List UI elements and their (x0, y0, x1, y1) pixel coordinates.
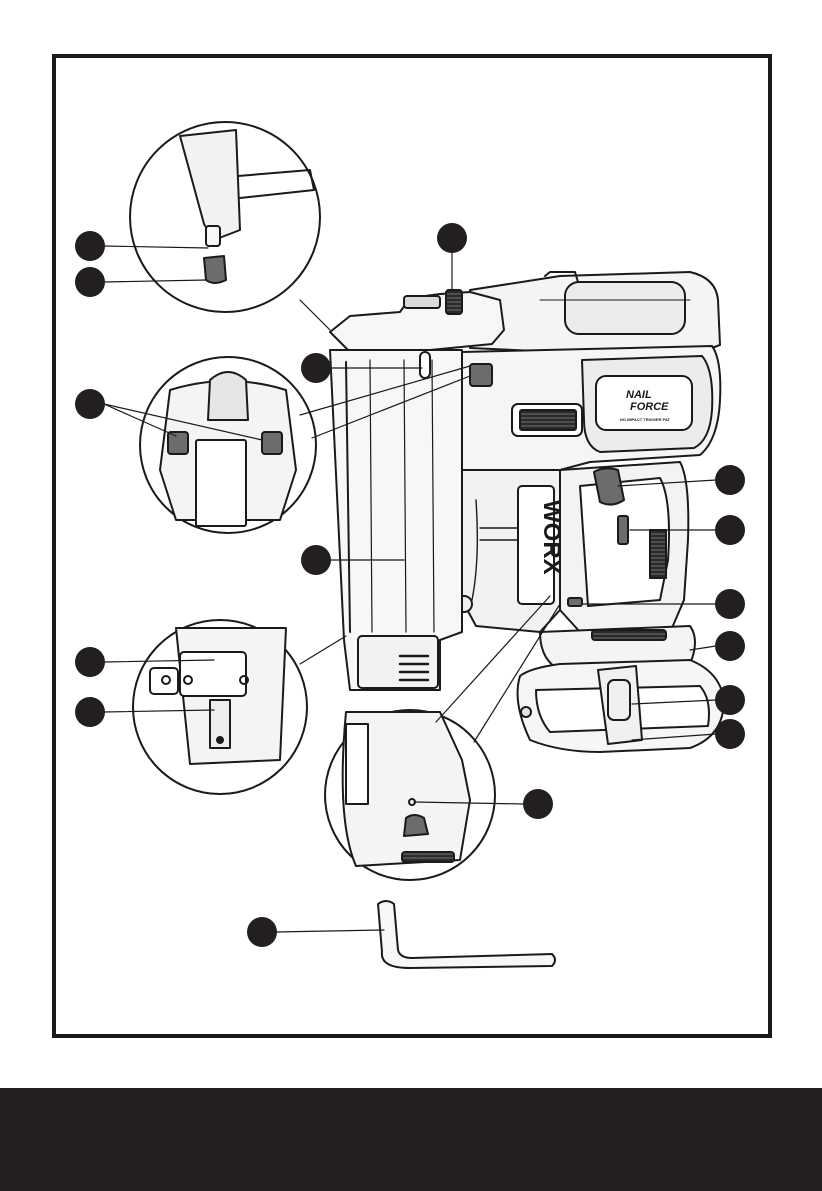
callout-nail-nose-tip (75, 231, 105, 261)
callout-magazine-release-buttons (75, 389, 105, 419)
callout-magazine (301, 545, 331, 575)
svg-text:NO IMPACT TRIGGER PAT: NO IMPACT TRIGGER PAT (620, 417, 671, 422)
hex-key-drawing (378, 901, 555, 968)
svg-text:FORCE: FORCE (630, 401, 669, 413)
callout-depth-adjustment-wheel (437, 223, 467, 253)
callout-jam-clear-latch (75, 647, 105, 677)
callout-jam-clear-screw (75, 697, 105, 727)
footer-band (0, 1088, 822, 1191)
callout-belt-clip (715, 719, 745, 749)
worx-brand-mark: WORX (538, 500, 565, 575)
callout-battery-pack (715, 685, 745, 715)
svg-text:WORX: WORX (538, 500, 565, 575)
callout-trigger (715, 465, 745, 495)
callout-no-mar-pad (75, 267, 105, 297)
callout-battery-release (715, 631, 745, 661)
detail-nose-tip (130, 122, 330, 330)
callout-battery-indicator (523, 789, 553, 819)
callout-nail-level-window (301, 353, 331, 383)
callout-hex-key (247, 917, 277, 947)
callout-safety-switch (715, 515, 745, 545)
detail-jam-clear (133, 620, 346, 794)
svg-text:NAIL: NAIL (626, 389, 652, 401)
callout-led-light (715, 589, 745, 619)
